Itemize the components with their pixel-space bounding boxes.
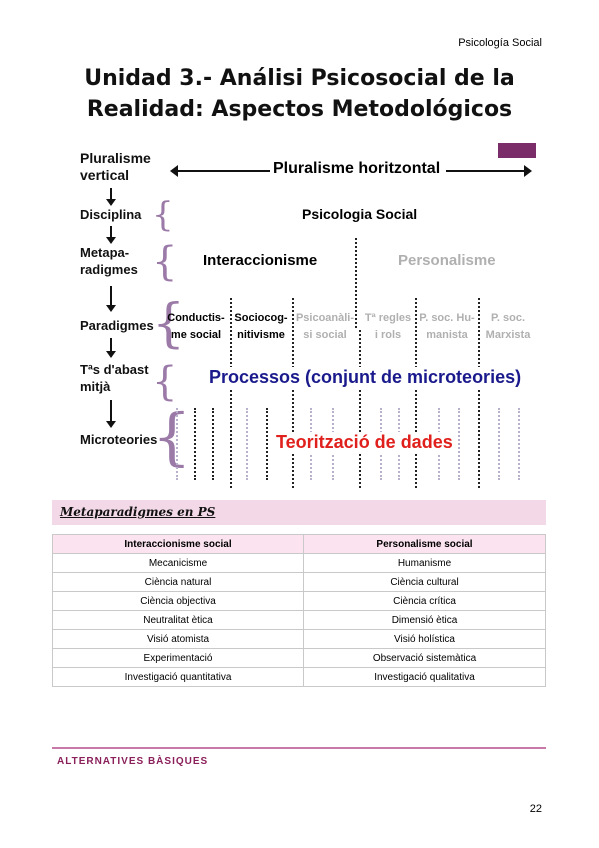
arrow-down-2 (106, 226, 116, 244)
paradigm-conductisme: Conductis-me social (167, 312, 225, 341)
paradigm-marxista: P. soc.Marxista (485, 312, 531, 341)
left-arrowhead-icon (170, 165, 178, 177)
arrow-down-3 (106, 286, 116, 312)
microtheory-line (176, 408, 178, 480)
label-disciplina: Disciplina (80, 207, 142, 222)
table-header-row: Interaccionisme social Personalisme soci… (51, 534, 546, 554)
running-header: Psicología Social (458, 37, 542, 49)
table-header-cell: Interaccionisme social (51, 534, 305, 554)
label-paradigmes: Paradigmes (80, 318, 154, 333)
table-cell: Ciència natural (51, 572, 305, 592)
label-teories-abast-mitja: Tªs d'abast mitjà (80, 362, 149, 394)
disciplina-psicologia-social: Psicologia Social (302, 206, 418, 222)
table-cell: Ciència cultural (303, 572, 546, 592)
arrow-down-4 (106, 338, 116, 358)
teoritzacio-label: Teorització de dades (274, 432, 455, 453)
processos-label: Processos (conjunt de microteories) (207, 367, 524, 388)
table-cell: Mecanicisme (51, 553, 305, 573)
paradigm-separator (359, 330, 361, 488)
paradigm-separator (478, 298, 480, 488)
horizontal-arrow-right (446, 170, 524, 172)
arrow-down-5 (106, 400, 116, 428)
label-pluralisme-vertical: Pluralisme vertical (80, 150, 151, 183)
label-metaparadigmes: Metapa- radigmes (80, 245, 138, 277)
microtheory-line (458, 408, 460, 480)
page-title: Unidad 3.- Análisi Psicosocial de la Rea… (0, 63, 599, 125)
table-header-cell: Personalisme social (303, 534, 546, 554)
paradigm-separator (230, 298, 232, 488)
table-cell: Ciència objectiva (51, 591, 305, 611)
microtheory-line (246, 408, 248, 480)
table-cell: Humanisme (303, 553, 546, 573)
table-cell: Experimentació (51, 648, 305, 668)
table-cell: Investigació qualitativa (303, 667, 546, 687)
purple-box (498, 143, 536, 158)
label-pluralisme-horitzontal: Pluralisme horitzontal (273, 160, 441, 177)
section-header-bar: Metaparadigmes en PS (52, 500, 546, 525)
horizontal-arrow-left (174, 170, 270, 172)
page-title-line1: Unidad 3.- Análisi Psicosocial de la (84, 66, 515, 91)
brace-paradigmes-icon: { (152, 294, 186, 354)
section-title: Metaparadigmes en PS (60, 505, 216, 519)
arrow-down-1 (106, 188, 116, 206)
brace-disciplina-icon: { (152, 195, 174, 235)
microtheory-line (266, 408, 268, 480)
microtheory-line (194, 408, 196, 480)
paradigm-separator (292, 298, 294, 488)
page-number: 22 (529, 803, 542, 815)
metaparadigm-personalisme: Personalisme (398, 252, 496, 269)
section-divider (52, 747, 546, 749)
metaparadigm-interaccionisme: Interaccionisme (203, 252, 318, 269)
paradigm-separator (415, 298, 417, 488)
alternatives-title: ALTERNATIVES BÀSIQUES (57, 756, 209, 767)
table-cell: Dimensió ètica (303, 610, 546, 630)
paradigm-sociocognitivisme: Sociocog-nitivisme (234, 312, 288, 341)
brace-microteories-icon: { (152, 400, 192, 473)
table-cell: Ciència crítica (303, 591, 546, 611)
table-cell: Neutralitat ètica (51, 610, 305, 630)
table-cell: Observació sistemàtica (303, 648, 546, 668)
label-microteories: Microteories (80, 432, 158, 447)
microtheory-line (212, 408, 214, 480)
pluralism-diagram: Pluralisme vertical Disciplina Metapa- r… (70, 140, 550, 488)
page-title-line2: Realidad: Aspectos Metodológicos (86, 97, 513, 122)
microtheory-line (498, 408, 500, 480)
table-cell: Investigació quantitativa (51, 667, 305, 687)
paradigm-psicoanalisi: Psicoanàli-si social (295, 312, 355, 341)
microtheory-line (518, 408, 520, 480)
brace-teories-icon: { (152, 359, 178, 405)
table-cell: Visió atomista (51, 629, 305, 649)
right-arrowhead-icon (524, 165, 532, 177)
brace-metaparadigmes-icon: { (152, 239, 178, 285)
metaparadigm-separator (355, 238, 357, 328)
metaparadigms-table: Interaccionisme social Personalisme soci… (51, 534, 546, 687)
paradigm-humanista: P. soc. Hu-manista (419, 312, 475, 341)
table-cell: Visió holística (303, 629, 546, 649)
